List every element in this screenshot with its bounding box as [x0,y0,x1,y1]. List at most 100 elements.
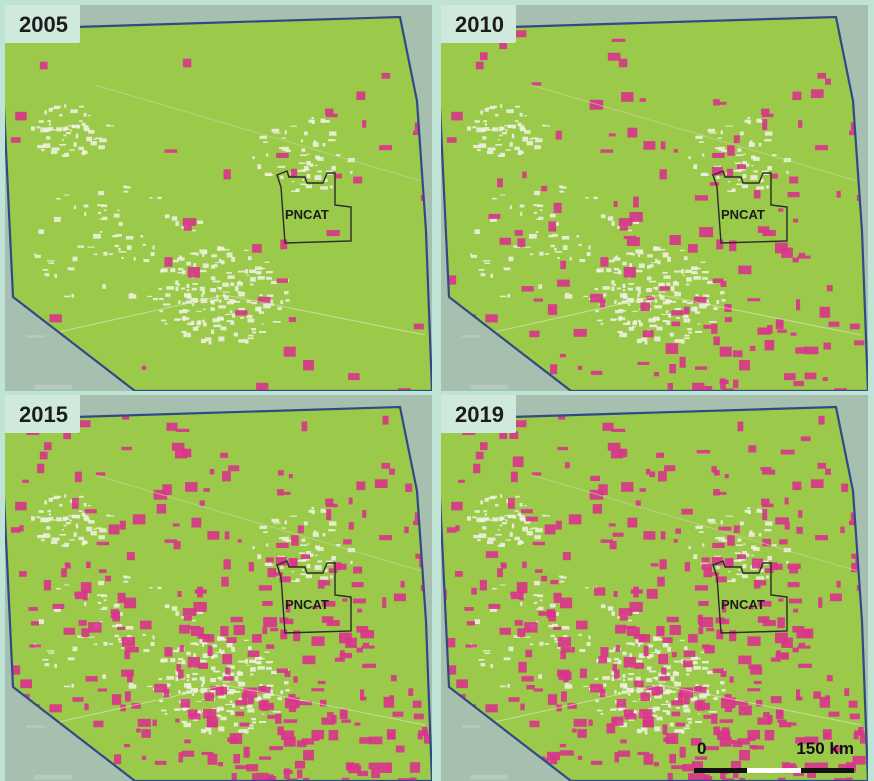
cleared-land [647,254,653,257]
cleared-land [166,676,174,680]
cleared-land [664,275,671,279]
deforestation-patch [624,657,636,668]
cleared-land [699,141,704,143]
deforestation-patch [636,500,641,505]
deforestation-patch [664,465,675,471]
cleared-land [177,257,185,260]
cleared-land [628,673,634,675]
cleared-land [179,310,183,313]
deforestation-patch [616,645,620,652]
protected-area-label: PNCAT [285,597,329,612]
cleared-land [230,283,234,287]
deforestation-patch [176,664,181,671]
cleared-land [597,320,602,322]
deforestation-patch [722,727,730,736]
cleared-land [227,253,233,258]
year-label: 2010 [441,5,516,43]
cleared-land [676,707,680,709]
cleared-land [238,292,245,297]
cleared-land [161,320,166,322]
cleared-land [42,269,48,271]
cleared-land [245,659,248,664]
deforestation-patch [125,691,131,701]
cleared-land [507,294,510,298]
cleared-land [123,191,128,193]
cleared-land [728,181,730,182]
cleared-land [172,216,177,220]
deforestation-patch [157,504,166,513]
deforestation-patch [792,92,801,101]
cleared-land [259,658,265,660]
year-label: 2005 [5,5,80,43]
deforestation-patch [850,714,860,720]
cleared-land [529,529,533,530]
cleared-land [238,682,245,687]
deforestation-patch [713,337,720,346]
deforestation-patch [820,307,831,318]
deforestation-patch [246,764,258,771]
deforestation-patch [277,727,284,736]
cleared-land [129,684,137,689]
deforestation-patch [697,700,705,711]
cleared-land [79,106,84,108]
cleared-land [663,253,669,258]
cleared-land [695,294,698,296]
cleared-land [520,602,522,606]
scale-zero-label: 0 [697,739,706,759]
cleared-land [527,141,533,145]
deforestation-patch [227,637,237,643]
deforestation-patch [513,457,524,468]
cleared-land [686,277,692,282]
deforestation-patch [532,472,542,475]
cleared-land [54,664,57,668]
cleared-land [300,544,307,546]
deforestation-patch [621,92,633,102]
deforestation-patch [548,694,557,705]
deforestation-patch [456,679,468,688]
deforestation-patch [671,310,683,315]
cleared-land [262,713,265,714]
deforestation-patch [772,564,778,569]
cleared-land [221,717,227,721]
deforestation-patch [204,488,210,492]
cleared-land [500,296,507,298]
deforestation-patch [640,692,650,701]
deforestation-patch [738,422,744,432]
deforestation-patch [779,722,791,727]
cleared-land [84,212,86,216]
cleared-land [317,157,324,161]
cleared-land [736,574,743,576]
cleared-land [165,604,170,608]
cleared-land [211,308,216,311]
cleared-land [647,276,652,280]
cleared-land [623,323,630,326]
cleared-land [765,131,772,135]
deforestation-patch [352,582,364,587]
deforestation-patch [322,616,334,623]
cleared-land [82,151,87,154]
deforestation-patch [541,186,547,192]
cleared-land [589,635,591,639]
cleared-land [267,295,274,298]
deforestation-patch [203,634,215,642]
deforestation-patch [818,73,827,79]
deforestation-patch [153,720,157,727]
deforestation-patch [414,324,424,330]
cleared-land [480,519,486,522]
map-canvas: PNCAT [5,5,432,391]
cleared-land [509,257,514,262]
deforestation-patch [563,552,571,560]
deforestation-patch [823,377,828,381]
cleared-land [100,219,104,220]
cleared-land [221,650,225,654]
cleared-land [203,263,209,268]
deforestation-patch [789,599,802,604]
deforestation-patch [739,705,752,715]
deforestation-patch [455,525,459,531]
cleared-land [665,689,670,692]
cleared-land [746,554,750,557]
cleared-land [292,571,294,572]
deforestation-patch [593,504,602,513]
deforestation-patch [643,141,655,150]
deforestation-patch [234,625,245,635]
